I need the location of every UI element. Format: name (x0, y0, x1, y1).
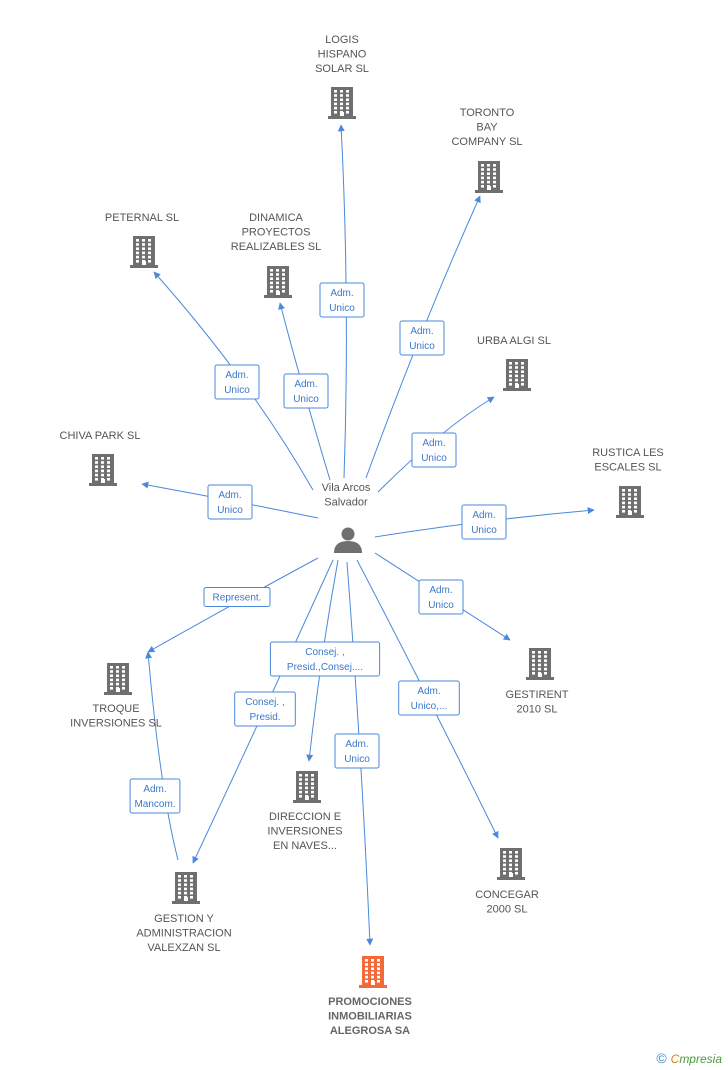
company-name-promociones-line: PROMOCIONES (328, 996, 412, 1008)
brand-logo: Cmpresia (671, 1052, 722, 1066)
edge-label-chiva[interactable]: Adm.Unico (207, 484, 253, 520)
company-name-urba: URBA ALGI SL (477, 335, 551, 347)
edge-role-text: Adm.Unico (329, 288, 355, 314)
company-name-dinamica-line: DINAMICA (249, 212, 303, 224)
company-name-concegar-line: 2000 SL (487, 904, 528, 916)
company-name-logis-line: HISPANO (318, 49, 367, 61)
company-name-dinamica-line: REALIZABLES SL (231, 241, 322, 253)
edge-label-concegar[interactable]: Adm.Unico,... (398, 680, 460, 716)
edge-label-troque[interactable]: Represent. (203, 587, 271, 607)
company-name-rustica-line: RUSTICA LES (592, 447, 664, 459)
company-name-peternal-line: PETERNAL SL (105, 212, 179, 224)
company-name-concegar-line: CONCEGAR (475, 889, 539, 901)
edge-label-gestirent[interactable]: Adm.Unico (418, 579, 464, 615)
company-name-gestion-line: VALEXZAN SL (147, 942, 220, 954)
person-icon (334, 527, 362, 553)
edge-role-text: Consej. ,Presid.,Consej.... (287, 647, 363, 673)
edge-role-text: Adm.Unico (471, 510, 497, 536)
company-name-gestirent: GESTIRENT 2010 SL (506, 689, 569, 716)
center-person-name-line: Vila Arcos (322, 482, 371, 494)
company-name-gestion: GESTION Y ADMINISTRACION VALEXZAN SL (136, 913, 231, 954)
company-name-promociones: PROMOCIONES INMOBILIARIAS ALEGROSA SA (328, 996, 412, 1037)
edge-label-toronto[interactable]: Adm.Unico (399, 320, 445, 356)
company-name-direccion: DIRECCION E INVERSIONES EN NAVES... (267, 811, 342, 852)
building-icon (475, 161, 503, 193)
building-icon (328, 87, 356, 119)
company-name-direccion-line: EN NAVES... (273, 840, 337, 852)
building-icon (172, 872, 200, 904)
building-icon (89, 454, 117, 486)
company-name-logis-line: LOGIS (325, 34, 359, 46)
company-name-gestirent-line: GESTIRENT (506, 689, 569, 701)
company-name-dinamica: DINAMICA PROYECTOS REALIZABLES SL (231, 212, 322, 253)
building-icon (616, 486, 644, 518)
building-icon (497, 848, 525, 880)
edge-role-text: Adm.Unico (409, 326, 435, 352)
edge-role-text: Adm.Unico (224, 370, 250, 396)
company-name-troque: TROQUE INVERSIONES SL (70, 703, 162, 730)
company-name-toronto: TORONTO BAY COMPANY SL (451, 107, 522, 148)
edge-role-text: Adm.Unico (421, 438, 447, 464)
building-icon (359, 956, 387, 988)
edge-label-promociones[interactable]: Adm.Unico (334, 733, 380, 769)
edge-label-logis[interactable]: Adm.Unico (319, 282, 365, 318)
edge-label-gestion_troque[interactable]: Adm.Mancom. (129, 778, 181, 814)
company-name-chiva-line: CHIVA PARK SL (60, 430, 141, 442)
company-name-logis-line: SOLAR SL (315, 63, 369, 75)
edge-role-text: Represent. (213, 593, 262, 604)
brand-rest: mpresia (679, 1052, 722, 1066)
company-name-toronto-line: COMPANY SL (451, 136, 522, 148)
edge-label-urba[interactable]: Adm.Unico (411, 432, 457, 468)
company-name-gestirent-line: 2010 SL (517, 704, 558, 716)
building-icon (503, 359, 531, 391)
company-name-promociones-line: ALEGROSA SA (330, 1025, 410, 1037)
copyright-notice: ©Cmpresia (656, 1050, 722, 1066)
edge-label-dinamica[interactable]: Adm.Unico (283, 373, 329, 409)
company-name-direccion-line: INVERSIONES (267, 826, 342, 838)
building-icon (104, 663, 132, 695)
company-name-toronto-line: TORONTO (460, 107, 515, 119)
company-name-concegar: CONCEGAR 2000 SL (475, 889, 539, 916)
edge-label-rustica[interactable]: Adm.Unico (461, 504, 507, 540)
brand-initial: C (670, 1052, 680, 1066)
edge-role-text: Adm.Unico (217, 490, 243, 516)
company-name-urba-line: URBA ALGI SL (477, 335, 551, 347)
building-icon (264, 266, 292, 298)
center-person-name-line: Salvador (324, 497, 368, 509)
edge-role-text: Adm.Unico,... (411, 686, 448, 712)
edge-role-text: Adm.Mancom. (134, 784, 175, 810)
edge-line-gestion_troque (145, 651, 179, 861)
building-icon (293, 771, 321, 803)
company-name-logis: LOGIS HISPANO SOLAR SL (315, 34, 369, 75)
company-name-troque-line: TROQUE (92, 703, 139, 715)
edge-label-peternal[interactable]: Adm.Unico (214, 364, 260, 400)
company-name-troque-line: INVERSIONES SL (70, 718, 162, 730)
company-name-gestion-line: ADMINISTRACION (136, 928, 231, 940)
copyright-symbol: © (656, 1050, 667, 1066)
company-name-rustica: RUSTICA LES ESCALES SL (592, 447, 664, 474)
edge-label-direccion[interactable]: Consej. ,Presid.,Consej.... (269, 641, 381, 677)
company-name-rustica-line: ESCALES SL (594, 462, 661, 474)
company-name-promociones-line: INMOBILIARIAS (328, 1011, 412, 1023)
edge-label-gestion[interactable]: Consej. ,Presid. (234, 691, 296, 727)
edge-role-text: Adm.Unico (344, 739, 370, 765)
company-name-dinamica-line: PROYECTOS (242, 227, 311, 239)
edge-role-text: Adm.Unico (428, 585, 454, 611)
company-name-gestion-line: GESTION Y (154, 913, 214, 925)
company-name-chiva: CHIVA PARK SL (60, 430, 141, 442)
edge-role-text: Adm.Unico (293, 379, 319, 405)
company-name-peternal: PETERNAL SL (105, 212, 179, 224)
company-name-toronto-line: BAY (476, 122, 498, 134)
building-icon (130, 236, 158, 268)
company-name-direccion-line: DIRECCION E (269, 811, 341, 823)
edge-role-text: Consej. ,Presid. (245, 697, 284, 723)
building-icon (526, 648, 554, 680)
